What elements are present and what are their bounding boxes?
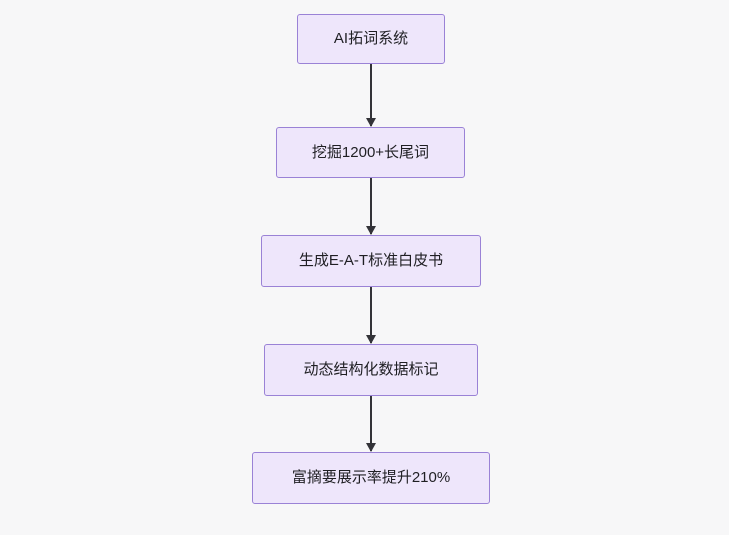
flow-node-rich-snippet-display-rate[interactable]: 富摘要展示率提升210% (252, 452, 490, 504)
flow-node-mine-longtail-keywords[interactable]: 挖掘1200+长尾词 (276, 127, 465, 178)
connector-n3-n4 (366, 287, 376, 344)
flow-node-ai-keyword-system[interactable]: AI拓词系统 (297, 14, 445, 64)
connector-n4-n5 (366, 396, 376, 452)
connector-n2-n3 (366, 178, 376, 235)
connector-n1-n2 (366, 64, 376, 127)
flow-node-label: 生成E-A-T标准白皮书 (298, 252, 444, 269)
flow-node-label: 动态结构化数据标记 (303, 361, 439, 378)
arrowhead-icon (366, 118, 376, 127)
flow-node-label: 富摘要展示率提升210% (291, 469, 451, 486)
flow-node-label: AI拓词系统 (333, 30, 409, 47)
flow-node-generate-eat-whitepaper[interactable]: 生成E-A-T标准白皮书 (261, 235, 481, 287)
flow-node-label: 挖掘1200+长尾词 (311, 143, 430, 161)
arrowhead-icon (366, 226, 376, 235)
flow-node-dynamic-structured-data-markup[interactable]: 动态结构化数据标记 (264, 344, 478, 396)
arrowhead-icon (366, 443, 376, 452)
arrowhead-icon (366, 335, 376, 344)
